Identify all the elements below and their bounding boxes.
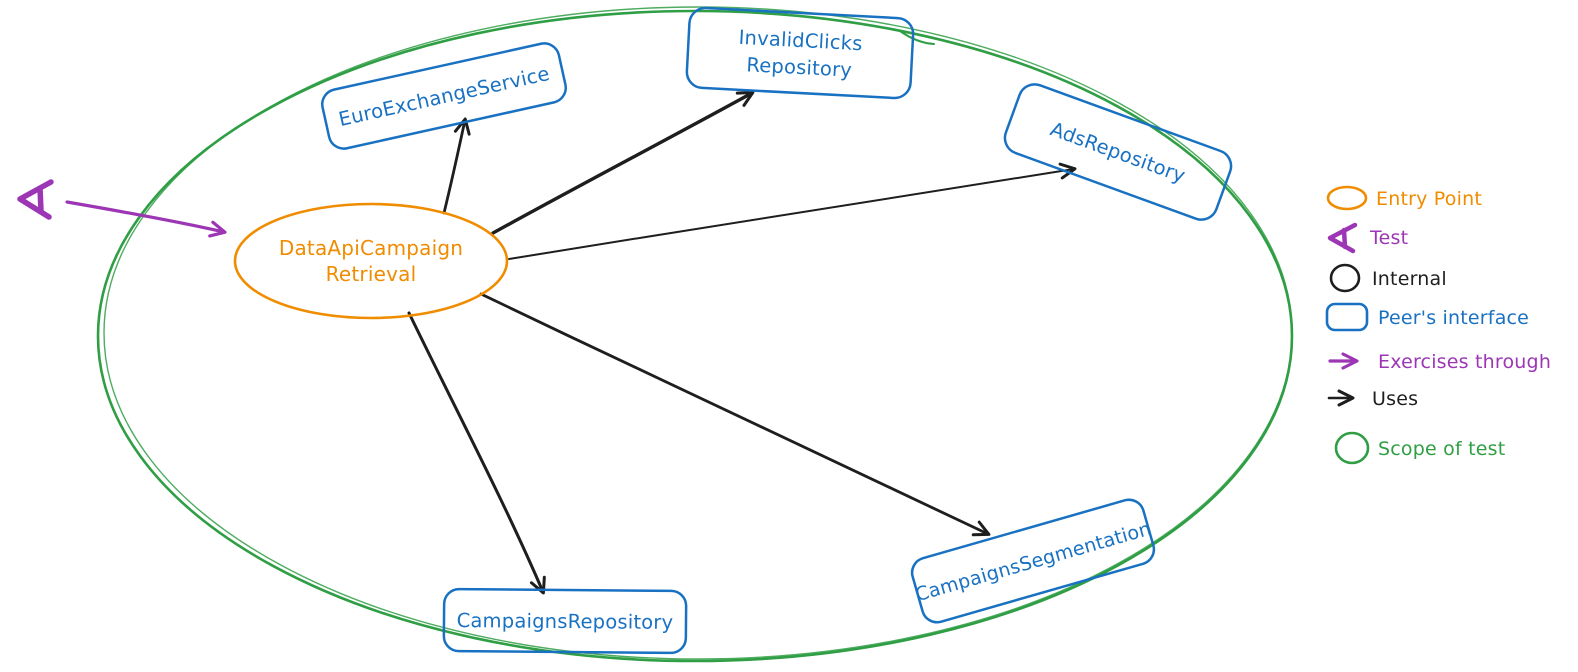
scope-ellipse-sketch-tick [899, 30, 935, 45]
node-euro-exchange-service: EuroExchangeService [321, 42, 567, 150]
entry-point-ellipse [233, 202, 509, 320]
uses-arrow-to-campaigns-repository [407, 311, 546, 595]
legend-item-internal: Internal [1329, 263, 1447, 293]
entry-point-label-line1: DataApiCampaign [279, 236, 463, 260]
campaigns-segmentation-label: CampaignsSegmentation [913, 518, 1154, 606]
campaigns-repository-box [442, 587, 688, 655]
uses-arrow-to-campaigns-segmentation [479, 292, 991, 537]
campaigns-segmentation-box [910, 498, 1156, 624]
uses-arrows [407, 91, 1077, 595]
legend-internal-icon [1329, 263, 1361, 293]
invalid-clicks-repository-label-line1: InvalidClicks [738, 26, 863, 55]
legend-test-label: Test [1369, 227, 1408, 249]
legend-entry-point-label: Entry Point [1376, 188, 1482, 210]
test-marker-group [17, 179, 227, 238]
legend-exercises-through-label: Exercises through [1378, 351, 1551, 373]
legend-item-test: Test [1327, 222, 1408, 254]
uses-arrow-to-ads-repository [508, 162, 1077, 260]
campaigns-repository-label: CampaignsRepository [457, 609, 674, 634]
scope-of-test-ellipse [96, 6, 1294, 663]
ads-repository-label: AdsRepository [1047, 117, 1188, 187]
scope-ellipse-outline-2 [103, 6, 1293, 660]
euro-exchange-service-label: EuroExchangeService [336, 62, 551, 131]
node-campaigns-repository: CampaignsRepository [442, 587, 688, 655]
invalid-clicks-repository-label-line2: Repository [746, 53, 853, 82]
legend-entry-point-icon [1326, 185, 1368, 211]
legend-scope-of-test-icon [1334, 431, 1370, 465]
ads-repository-box [1003, 83, 1233, 221]
invalid-clicks-repository-box [685, 6, 915, 100]
node-ads-repository: AdsRepository [1003, 83, 1233, 221]
entry-point-label-line2: Retrieval [326, 262, 417, 286]
legend: Entry Point Test Internal Peer's interfa… [1325, 185, 1551, 465]
legend-item-uses: Uses [1327, 388, 1418, 410]
legend-scope-of-test-label: Scope of test [1378, 438, 1505, 460]
euro-exchange-service-box [321, 42, 567, 150]
uses-arrow-to-invalid-clicks-repository [491, 91, 755, 235]
node-entry-point: DataApiCampaign Retrieval [233, 202, 509, 320]
legend-peers-interface-icon [1325, 302, 1369, 332]
legend-item-scope-of-test: Scope of test [1334, 431, 1505, 465]
legend-item-entry-point: Entry Point [1326, 185, 1482, 211]
legend-item-peers-interface: Peer's interface [1325, 302, 1529, 332]
legend-test-icon [1327, 222, 1358, 254]
uses-arrow-to-euro-exchange-service [442, 117, 471, 215]
legend-uses-label: Uses [1372, 388, 1418, 410]
legend-item-exercises-through: Exercises through [1328, 351, 1551, 373]
test-icon [17, 179, 54, 220]
exercises-through-arrow [65, 200, 227, 238]
node-invalid-clicks-repository: InvalidClicks Repository [685, 6, 915, 100]
legend-internal-label: Internal [1372, 268, 1447, 290]
legend-peers-interface-label: Peer's interface [1378, 307, 1529, 329]
